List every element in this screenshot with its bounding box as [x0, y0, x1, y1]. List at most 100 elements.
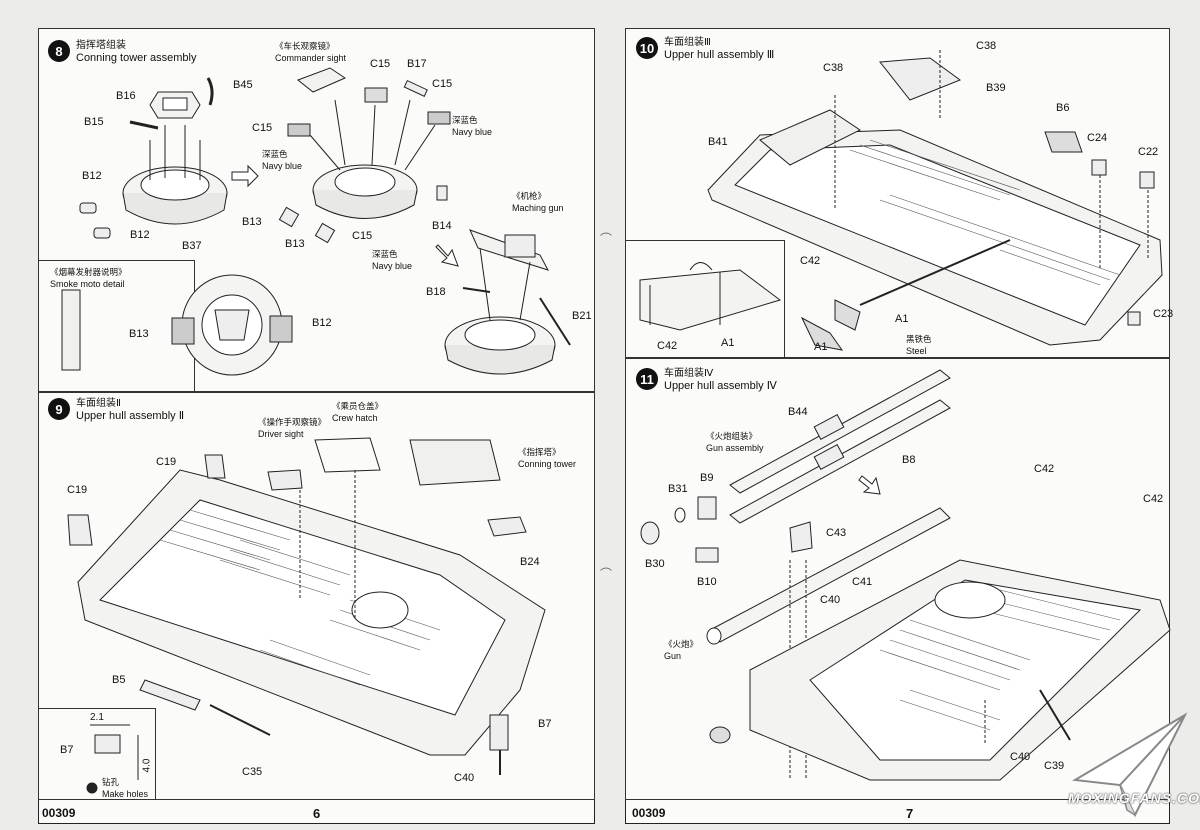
hull-drawing-step9 [67, 437, 546, 775]
part-label: B5 [112, 674, 126, 686]
part-label: B13 [129, 328, 149, 340]
part-label: B44 [788, 406, 808, 418]
part-label: C39 [1044, 760, 1065, 772]
part-label: B18 [426, 286, 446, 298]
part-label: B39 [986, 82, 1006, 94]
make-holes-note: 钻孔 Make holes [102, 778, 149, 799]
step-8-panel [38, 28, 595, 392]
step-number: 10 [636, 37, 658, 59]
part-label: C23 [1153, 308, 1174, 320]
part-label: B45 [233, 79, 253, 91]
step-11-panel [625, 358, 1170, 800]
step-10-header: 10 车面组装Ⅲ Upper hull assembly Ⅲ [636, 37, 774, 61]
turret-drawing-middle [278, 67, 451, 244]
part-label: B17 [407, 58, 427, 70]
part-label: C40 [454, 772, 475, 784]
part-label: C40 [1010, 751, 1031, 763]
part-label: B7 [60, 744, 74, 756]
part-label: B15 [84, 116, 104, 128]
part-label: B31 [668, 483, 688, 495]
part-label: C19 [67, 484, 88, 496]
commander-sight-note: 《车长观察镜》 Commander sight [275, 42, 347, 63]
part-label: C38 [976, 40, 997, 52]
step-number: 11 [636, 368, 658, 390]
part-label: B13 [285, 238, 305, 250]
step-number: 9 [48, 398, 70, 420]
part-label: B12 [312, 317, 332, 329]
part-label: B30 [645, 558, 665, 570]
step-title-cn: 车面组装Ⅳ [664, 368, 714, 379]
step-title-en: Upper hull assembly Ⅳ [664, 379, 777, 392]
part-label: C15 [370, 58, 391, 70]
part-label: B12 [82, 170, 102, 182]
part-label: A1 [814, 341, 828, 353]
step-title-en: Upper hull assembly Ⅱ [76, 409, 185, 422]
part-label: B16 [116, 90, 136, 102]
product-code-right: 00309 [632, 806, 666, 820]
dimension-horizontal: 2.1 [90, 712, 104, 723]
part-label: B14 [432, 220, 452, 232]
part-label: A1 [895, 313, 909, 325]
part-label: C15 [432, 78, 453, 90]
gun-note: 《火炮》 Gun [664, 640, 699, 661]
part-label: B41 [708, 136, 728, 148]
navy-blue-note: 深蓝色 Navy blue [372, 250, 413, 271]
navy-blue-note: 深蓝色 Navy blue [262, 150, 303, 171]
steel-note: 黑铁色 Steel [906, 335, 932, 356]
part-label: B13 [242, 216, 262, 228]
part-label: B6 [1056, 102, 1070, 114]
part-label: B37 [182, 240, 202, 252]
step-8-header: 8 指挥塔组装 Conning tower assembly [48, 40, 196, 64]
part-label: C15 [352, 230, 373, 242]
step-title-en: Conning tower assembly [76, 51, 197, 64]
part-label: C35 [242, 766, 263, 778]
part-label: B10 [697, 576, 717, 588]
part-label: B21 [572, 310, 592, 322]
step-number: 8 [48, 40, 70, 62]
step-title-cn: 车面组装Ⅱ [76, 398, 121, 409]
page-number-left: 6 [313, 806, 321, 821]
part-label: A1 [721, 337, 735, 349]
step-10-inset-panel [625, 240, 785, 358]
smoke-detail-title: 《烟幕发射器说明》 Smoke moto detail [50, 268, 127, 289]
part-label: C40 [820, 594, 841, 606]
part-label: C42 [1034, 463, 1055, 475]
step-9-header: 9 车面组装Ⅱ Upper hull assembly Ⅱ [48, 398, 184, 422]
machine-gun-note: 《机枪》 Maching gun [512, 192, 564, 213]
gun-assembly-note: 《火炮组装》 Gun assembly [706, 432, 764, 453]
part-label: B24 [520, 556, 540, 568]
part-label: C42 [1143, 493, 1164, 505]
step-9-panel [38, 392, 595, 800]
conning-tower-note: 《指挥塔》 Conning tower [518, 448, 577, 469]
part-label: C15 [252, 122, 273, 134]
part-label: C19 [156, 456, 177, 468]
turret-drawing-right [444, 229, 571, 375]
hull-drawing-step10 [707, 50, 1163, 351]
step10-inset-drawing [639, 262, 782, 331]
part-label: B9 [700, 472, 714, 484]
driver-sight-note: 《操作手观察镜》 Driver sight [258, 418, 327, 439]
turret-drawing-left [79, 77, 228, 239]
step-title-cn: 指挥塔组装 [76, 40, 126, 51]
dimension-vertical: 4.0 [141, 758, 153, 773]
smoke-detail-drawing [61, 274, 293, 376]
page-number-right: 7 [906, 806, 914, 821]
gun-assembly-drawing [640, 369, 951, 780]
part-label: C22 [1138, 146, 1159, 158]
binding-mark: ⌒ [600, 232, 613, 246]
product-code-left: 00309 [42, 806, 76, 820]
crew-hatch-note: 《乘员仓盖》 Crew hatch [332, 402, 384, 423]
binding-mark: ⌒ [600, 567, 613, 581]
watermark-text: MOXINGFANS.COM [1068, 790, 1200, 806]
make-holes-detail-panel [38, 708, 156, 800]
part-label: B12 [130, 229, 150, 241]
make-holes-drawing [86, 724, 139, 794]
step-title-en: Upper hull assembly Ⅲ [664, 48, 775, 61]
part-label: C43 [826, 527, 847, 539]
step-11-header: 11 车面组装Ⅳ Upper hull assembly Ⅳ [636, 368, 777, 392]
hull-drawing-step11 [709, 559, 1171, 781]
part-label: C42 [800, 255, 821, 267]
paper-plane-watermark-icon [1071, 712, 1188, 818]
step-10-panel [625, 28, 1170, 358]
